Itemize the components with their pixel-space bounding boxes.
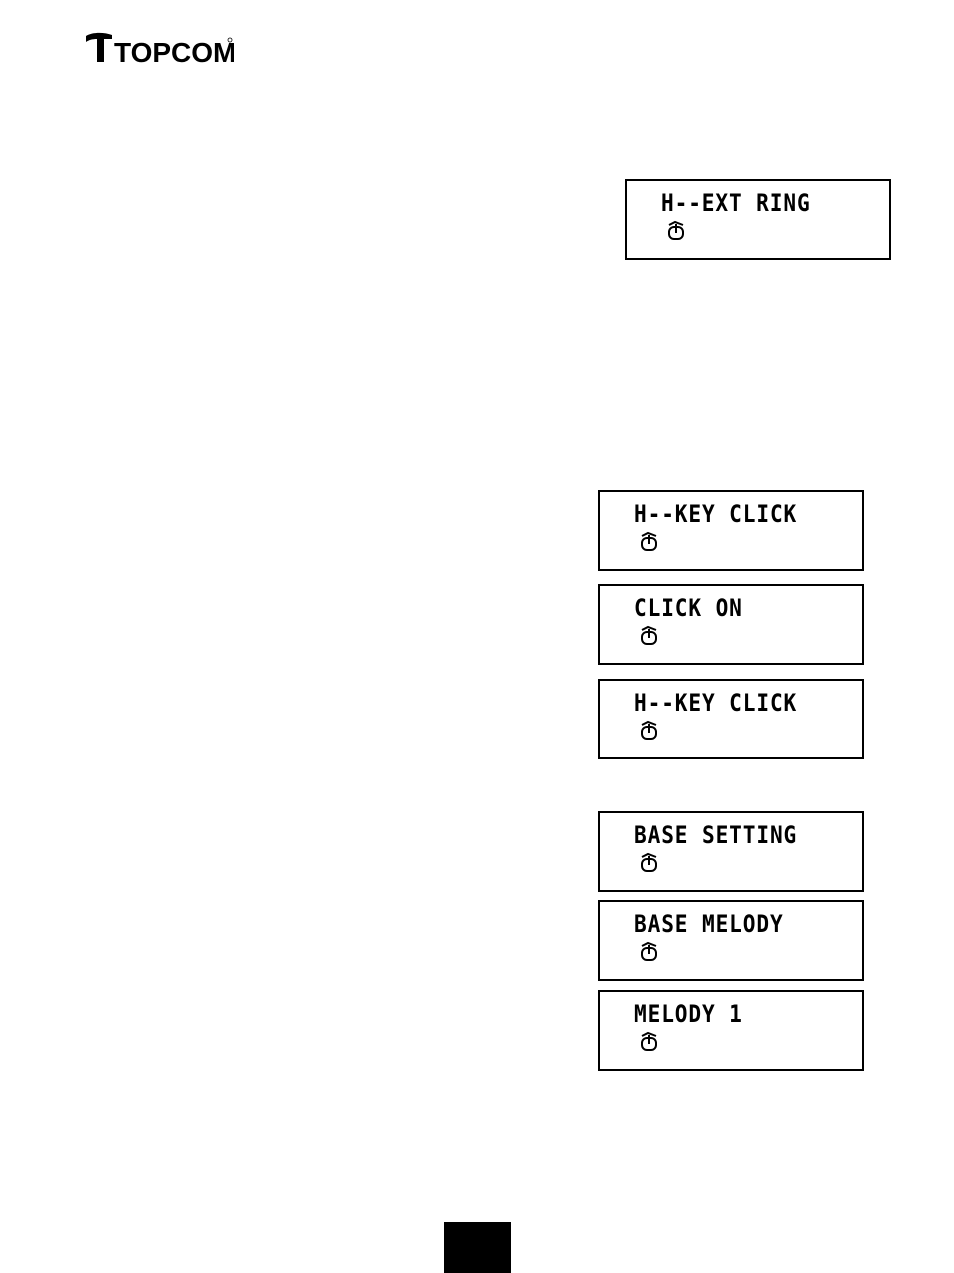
lcd-display-ext-ring: H--EXT RING [625, 179, 891, 260]
lcd-display-melody-1: MELODY 1 [598, 990, 864, 1071]
handset-lock-icon [641, 531, 657, 551]
handset-lock-icon [641, 1031, 657, 1051]
handset-lock-icon [668, 220, 684, 240]
logo-text: TOPCOM [114, 37, 234, 68]
lcd-text: H--EXT RING [661, 189, 811, 217]
lcd-text: MELODY 1 [634, 1000, 743, 1028]
handset-lock-icon [641, 625, 657, 645]
lcd-display-key-click: H--KEY CLICK [598, 490, 864, 571]
page-number-tab [444, 1222, 511, 1273]
lcd-text: CLICK ON [634, 594, 743, 622]
handset-lock-icon [641, 720, 657, 740]
handset-lock-icon [641, 852, 657, 872]
lcd-text: BASE SETTING [634, 821, 798, 849]
lcd-display-base-setting: BASE SETTING [598, 811, 864, 892]
topcom-logo-mark: TOPCOM [86, 32, 234, 68]
lcd-display-key-click-confirm: H--KEY CLICK [598, 679, 864, 759]
lcd-display-base-melody: BASE MELODY [598, 900, 864, 981]
handset-lock-icon [641, 941, 657, 961]
lcd-text: BASE MELODY [634, 910, 784, 938]
lcd-display-click-on: CLICK ON [598, 584, 864, 665]
lcd-text: H--KEY CLICK [634, 500, 798, 528]
lcd-text: H--KEY CLICK [634, 689, 798, 717]
topcom-logo: TOPCOM [84, 30, 234, 70]
